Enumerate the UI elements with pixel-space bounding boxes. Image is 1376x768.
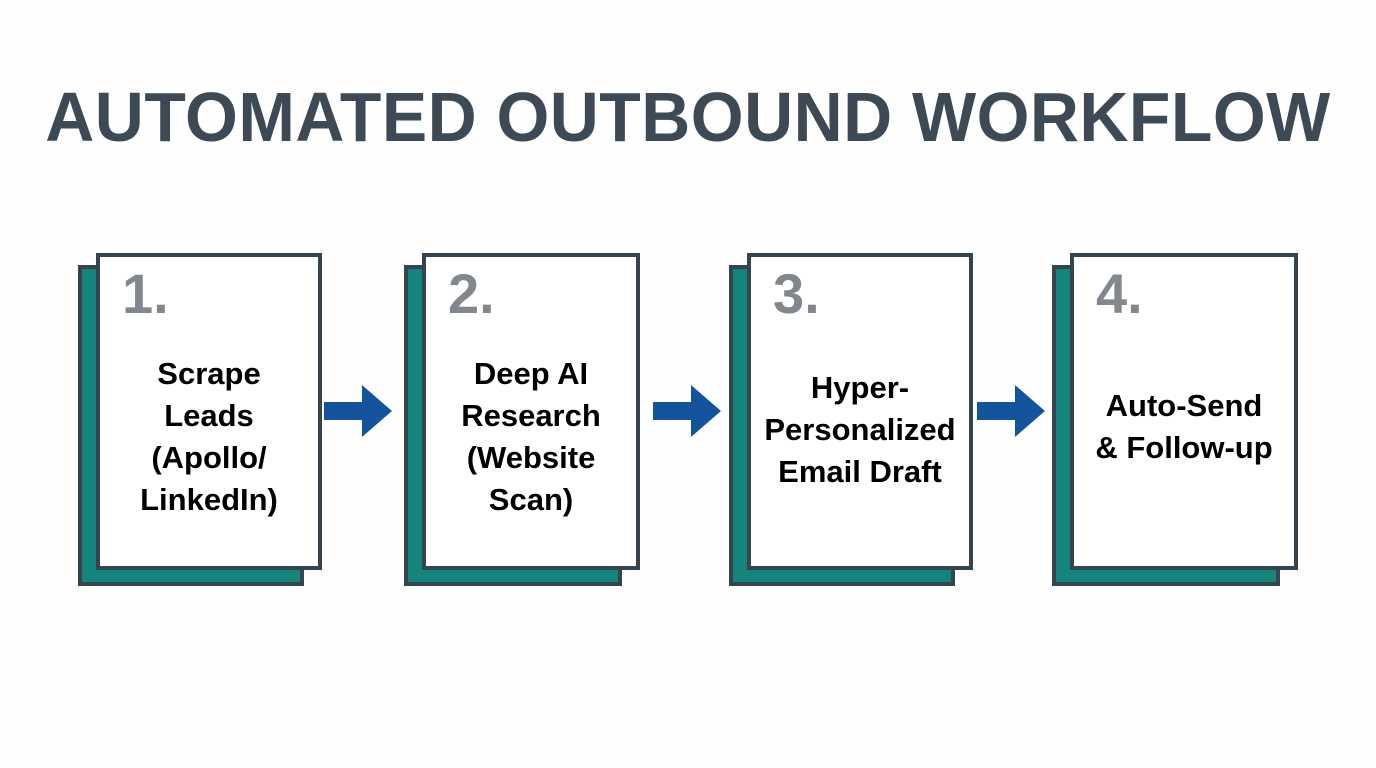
step-label: Deep AI Research (Website Scan) <box>461 356 601 517</box>
step-number: 1. <box>122 262 169 325</box>
arrow-right-icon-3 <box>977 385 1045 437</box>
arrow-right-icon-1 <box>324 385 392 437</box>
page-title: AUTOMATED OUTBOUND WORKFLOW <box>45 78 1331 156</box>
step-label: Hyper- Personalized Email Draft <box>764 370 956 489</box>
step-card[interactable]: 3. Hyper- Personalized Email Draft <box>747 253 973 570</box>
step-number: 4. <box>1096 262 1143 325</box>
step-label: Auto-Send & Follow-up <box>1095 388 1273 465</box>
step-label: Scrape Leads (Apollo/ LinkedIn) <box>140 356 278 517</box>
arrow-right-icon-2 <box>653 385 721 437</box>
step-number: 3. <box>773 262 820 325</box>
step-card[interactable]: 4. Auto-Send & Follow-up <box>1070 253 1298 570</box>
step-card[interactable]: 1. Scrape Leads (Apollo/ LinkedIn) <box>96 253 322 570</box>
step-card[interactable]: 2. Deep AI Research (Website Scan) <box>422 253 640 570</box>
step-number: 2. <box>448 262 495 325</box>
